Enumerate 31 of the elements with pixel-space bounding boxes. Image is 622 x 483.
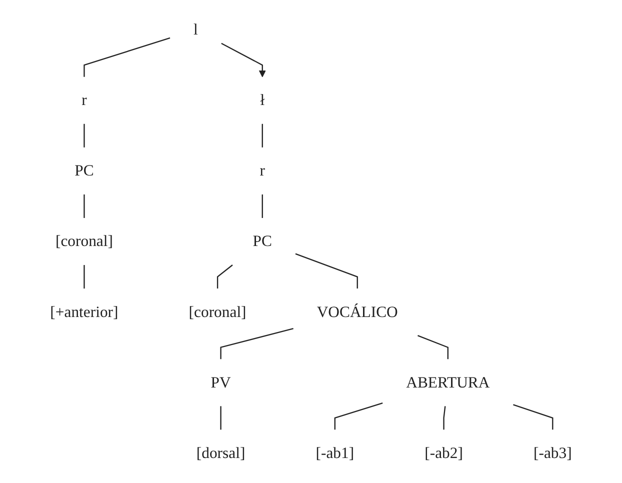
connector (216, 264, 233, 289)
node-text: [-ab1] (316, 444, 354, 462)
node-text: [-ab2] (424, 444, 463, 462)
node-text: ABERTURA (406, 374, 490, 392)
connector (262, 124, 263, 148)
connector (295, 253, 358, 289)
connector (418, 335, 448, 360)
node-text: l (194, 21, 198, 38)
connector (220, 406, 222, 430)
connector (443, 406, 446, 430)
connector (84, 194, 85, 218)
connector (262, 194, 263, 218)
node-text: r (82, 92, 87, 109)
connector (334, 402, 383, 430)
node-text: VOCÁLICO (316, 303, 398, 321)
node-text: [dorsal] (196, 444, 246, 462)
node-text: [-ab3] (534, 444, 572, 462)
node-text: PC (74, 162, 94, 180)
connector (513, 404, 554, 430)
connector (220, 328, 294, 360)
node-text: [coronal] (188, 303, 246, 321)
connector (84, 37, 170, 77)
connector (84, 124, 85, 148)
node-text: r (260, 162, 265, 180)
node-text: [+anterior] (50, 303, 118, 321)
connector (84, 265, 85, 289)
node-text: PV (210, 374, 231, 392)
node-text: PC (252, 232, 272, 250)
node-text: [coronal] (55, 232, 113, 250)
arrow (221, 42, 266, 78)
node-text: ł (260, 92, 265, 109)
